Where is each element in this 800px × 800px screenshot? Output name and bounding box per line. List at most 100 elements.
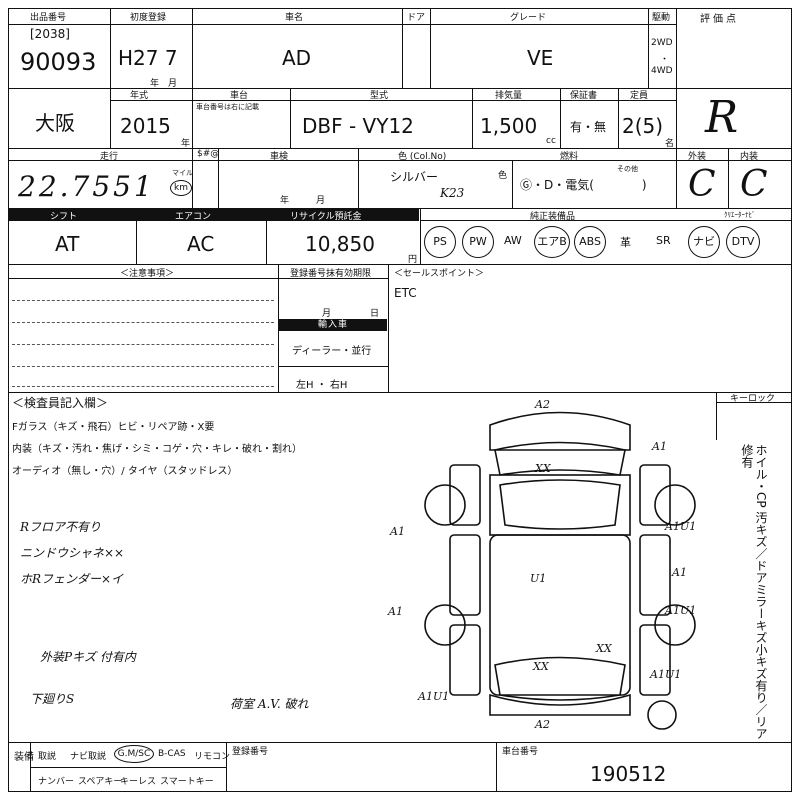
divider <box>266 208 267 264</box>
divider <box>110 88 111 148</box>
footer-smart-key: スマートキー <box>160 777 214 787</box>
displacement-header: 排気量 <box>495 91 523 101</box>
hand-note-6: 荷室 A.V. 破れ <box>230 697 309 711</box>
drive-header: 駆動 <box>652 13 671 23</box>
color-header: 色 (Col.No) <box>398 152 447 162</box>
divider <box>8 24 676 25</box>
divider <box>420 220 792 221</box>
score-header: 評価点 <box>700 14 739 25</box>
divider <box>560 88 561 148</box>
mark-rear-deck: XX <box>533 660 549 673</box>
equipment-header: 純正装備品 <box>530 212 576 222</box>
smeter-header: $#@ <box>197 149 220 159</box>
divider <box>676 8 677 148</box>
hand-note-3: ホRフェンダー×イ <box>20 572 124 586</box>
capacity-value: 2(5) <box>622 114 664 138</box>
chassis-note: 車台番号は右に記載 <box>196 103 259 111</box>
fuel-value: Ⓖ・D・電気( ) <box>520 178 647 192</box>
hand-note-4: 外装Pキズ 付有内 <box>40 650 136 664</box>
divider <box>192 88 193 148</box>
color-value: シルバー <box>390 170 439 184</box>
footer-remote: リモコン <box>194 752 231 762</box>
divider <box>496 742 497 792</box>
recycle-unit: 円 <box>408 255 418 265</box>
equip-abs: ABS <box>574 226 606 258</box>
divider <box>110 8 111 88</box>
aircon-header: エアコン <box>175 212 212 222</box>
divider <box>136 208 137 264</box>
shift-header: シフト <box>50 212 78 222</box>
mark-fr-right: A1 <box>652 440 667 453</box>
inspection-units: 年 月 <box>280 196 326 206</box>
mark-bottom: A2 <box>535 718 550 731</box>
warranty-value: 有・無 <box>570 120 607 134</box>
inspector-header: ＜検査員記入欄＞ <box>12 396 109 410</box>
mileage-unit-miles: マイル <box>172 169 193 177</box>
divider <box>8 88 792 89</box>
notes-line <box>12 322 274 323</box>
divider <box>8 278 388 279</box>
mark-hood: XX <box>535 462 551 475</box>
reg-day: 日 <box>370 309 380 319</box>
import-options: ディーラー・並行 <box>292 346 372 357</box>
grade-value: VE <box>527 46 554 70</box>
displacement-unit: cc <box>546 136 556 146</box>
divider <box>30 767 226 768</box>
divider <box>290 88 291 148</box>
divider <box>218 148 219 208</box>
grade-header: グレード <box>510 13 547 23</box>
mark-rear-right: XX <box>596 642 612 655</box>
divider <box>618 88 619 148</box>
capacity-unit: 名 <box>665 139 675 149</box>
divider <box>30 742 31 792</box>
lot-number-header: 出品番号 <box>30 13 67 23</box>
mark-right-rear: A1U1 <box>665 604 697 617</box>
import-header: 輸入車 <box>279 319 387 331</box>
equip-leather: 革 <box>620 236 631 249</box>
divider <box>8 742 792 743</box>
recycle-header: リサイクル預託金 <box>290 212 362 222</box>
first-reg-header: 初度登録 <box>130 13 167 23</box>
footer-navi-manual: ナビ取説 <box>70 752 107 762</box>
drive-sep: ・ <box>660 55 670 65</box>
drive-4wd: 4WD <box>651 66 673 76</box>
divider <box>8 208 792 209</box>
divider <box>388 264 389 392</box>
fuel-other: その他 <box>617 165 638 173</box>
sales-point-value: ETC <box>394 286 417 300</box>
notes-line <box>12 344 274 345</box>
notes-line <box>12 300 274 301</box>
divider <box>648 8 649 88</box>
hand-note-5: 下廻りS <box>30 692 75 706</box>
reg-number-header: 登録番号 <box>232 747 269 757</box>
mark-rear-left: A1U1 <box>418 690 450 703</box>
hand-note-1: Rフロア不有り <box>20 520 102 534</box>
recycle-value: 10,850 <box>305 232 375 256</box>
lot-prefix: [2038] <box>30 27 70 41</box>
divider <box>716 402 792 403</box>
hand-note-2: ニンドウシャネ×× <box>20 546 125 560</box>
displacement-value: 1,500 <box>480 114 538 138</box>
equip-sr: SR <box>656 234 671 247</box>
color-code: K23 <box>440 186 465 200</box>
equip-airbag: エアB <box>534 226 570 258</box>
exterior-header: 外装 <box>688 152 707 162</box>
equip-navi: ナビ <box>688 226 720 258</box>
keylock-header: キーロック <box>730 394 776 404</box>
capacity-header: 定員 <box>630 91 649 101</box>
equip-label: 装備 <box>14 752 34 763</box>
first-reg-value: H27 7 <box>118 46 178 70</box>
mark-left-rear: A1 <box>388 605 403 618</box>
equip-dtv: DTV <box>726 226 760 258</box>
inspection-header: 車検 <box>270 152 289 162</box>
lot-number: 90093 <box>20 48 97 76</box>
footer-bcas: B-CAS <box>158 749 186 759</box>
chassis-number-header: 車台番号 <box>502 747 539 757</box>
chassis-header: 車台 <box>230 91 249 101</box>
mileage-header: 走行 <box>100 152 119 162</box>
mark-right-front: A1U1 <box>665 520 697 533</box>
drive-2wd: 2WD <box>651 38 673 48</box>
divider <box>278 264 279 392</box>
audio-line: オーディオ（無し・穴）/ タイヤ（スタッドレス） <box>12 466 238 477</box>
warranty-header: 保証書 <box>570 91 598 101</box>
